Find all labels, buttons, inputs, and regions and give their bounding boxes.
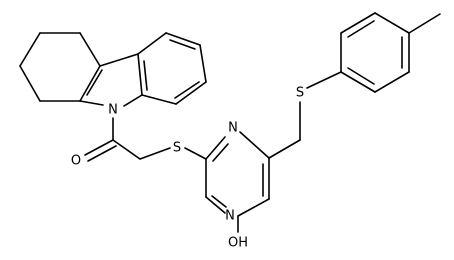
carbonyl-oxygen-label: O [71, 154, 81, 169]
cyclohexane-ring [19, 32, 101, 102]
tolyl-ring [340, 12, 441, 93]
hydroxyl-group-label: OH [228, 236, 248, 251]
carbazole-nitrogen-label: N [108, 103, 118, 118]
benzo-ring [137, 32, 207, 105]
benzylthio-linker [268, 71, 342, 159]
pyrimidine-nitrogen-top-label: N [228, 121, 238, 136]
pyrrole-ring [79, 53, 143, 107]
pyrimidine-ring [184, 131, 270, 233]
pyrimidine-nitrogen-bottom-label: N [225, 209, 235, 224]
thioether-sulfur-label: S [173, 141, 181, 156]
acyl-linker [84, 117, 171, 162]
benzylic-sulfur-label: S [296, 86, 304, 101]
